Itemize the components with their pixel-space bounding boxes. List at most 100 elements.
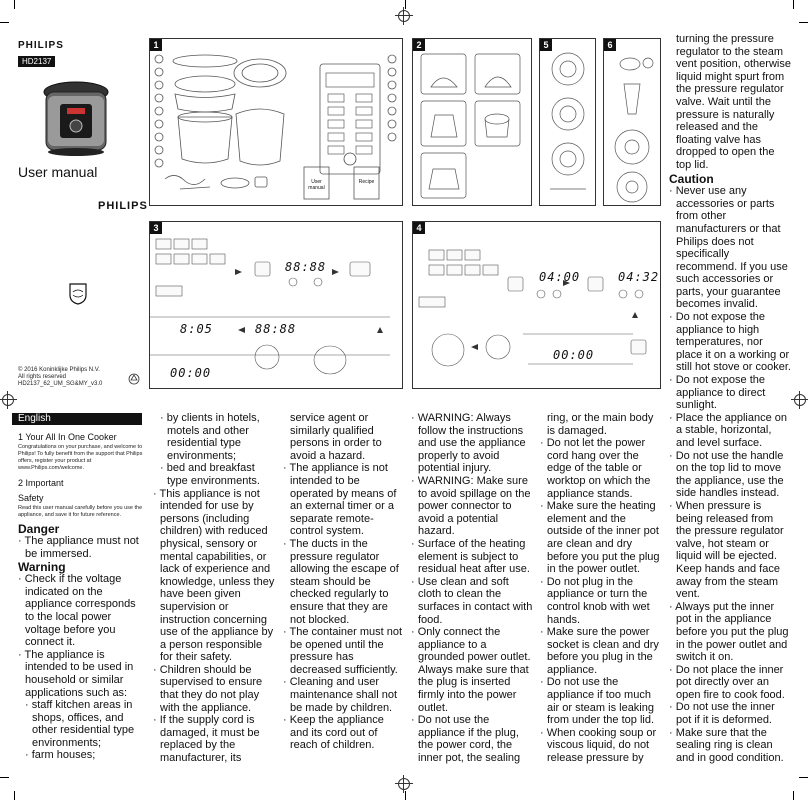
panel-number: 4: [413, 222, 425, 234]
list-item: · bed and breakfast type environments.: [160, 462, 260, 487]
list-item: turning the pressure regulator to the st…: [676, 33, 791, 171]
panel-number: 5: [540, 39, 552, 51]
list-item: · WARNING: Always follow the instruction…: [411, 412, 526, 475]
danger-item: · The appliance must not be immersed.: [18, 535, 139, 560]
list-item: · Place the appliance on a stable, horiz…: [669, 411, 788, 449]
panel-number: 6: [604, 39, 616, 51]
lcd-display: 88:88: [255, 322, 297, 336]
lcd-display: 00:00: [170, 366, 212, 380]
list-item: · Use clean and soft cloth to clean the …: [411, 575, 533, 626]
warning-subitem: · staff kitchen areas in shops, offices,…: [25, 699, 135, 749]
section-1-body: Congratulations on your purchase, and we…: [18, 443, 143, 471]
list-item: · Make sure the heating element and the …: [540, 500, 660, 576]
warning-subitem: · farm houses;: [25, 749, 96, 762]
figure-panel-1: 1: [149, 38, 403, 206]
warning-item: · The appliance is intended to be used i…: [18, 648, 134, 699]
caution-heading: Caution: [669, 171, 714, 186]
crop-mark: [793, 791, 794, 800]
list-item: · This appliance is not intended for use…: [153, 487, 275, 664]
list-item: · WARNING: Make sure to avoid spillage o…: [411, 474, 531, 538]
safety-heading: Safety: [18, 493, 44, 504]
list-item: · Do not use the appliance if the plug, …: [411, 714, 521, 765]
crop-mark: [405, 791, 406, 800]
list-item: · Cleaning and user maintenance shall no…: [283, 676, 398, 714]
list-item: · Only connect the appliance to a ground…: [411, 626, 531, 714]
list-item: · Make sure the power socket is clean an…: [540, 626, 659, 676]
list-item: · Do not let the power cord hang over th…: [540, 437, 651, 500]
crop-mark: [799, 777, 808, 778]
lcd-display: 04:00: [539, 270, 581, 284]
list-item: · Do not use the appliance if too much a…: [540, 676, 655, 727]
language-tab: [12, 413, 142, 425]
panel-number: 2: [413, 39, 425, 51]
product-image: [38, 78, 114, 158]
booklet-user-manual: User manual: [308, 179, 325, 191]
philips-shield-icon: [69, 283, 87, 305]
warning-item: · Check if the voltage indicated on the …: [18, 573, 136, 649]
list-item: · Children should be supervised to ensur…: [153, 663, 263, 714]
warning-heading: Warning: [18, 559, 66, 574]
text-column-3: service agent or similarly qualified per…: [283, 412, 405, 752]
brand-top: PHILIPS: [18, 40, 64, 51]
text-column-5: ring, or the main body is damaged. · Do …: [540, 412, 660, 765]
list-item: · Do not use the handle on the top lid t…: [669, 449, 784, 500]
crop-mark: [0, 22, 9, 23]
cover-title: User manual: [18, 164, 98, 180]
list-item: · Make sure that the sealing ring is cle…: [669, 726, 784, 764]
panel-number: 3: [150, 222, 162, 234]
copyright-line: © 2016 Koninklijke Philips N.V.: [18, 367, 100, 373]
list-item: · Do not place the inner pot directly ov…: [669, 663, 785, 701]
list-item: · Never use any accessories or parts fro…: [669, 185, 788, 311]
lcd-display: 00:00: [553, 348, 595, 362]
list-item: service agent or similarly qualified per…: [290, 412, 382, 462]
list-item: · Surface of the heating element is subj…: [411, 537, 530, 576]
list-item: · Always put the inner pot in the applia…: [669, 600, 789, 664]
text-column-1: 1 Your All In One Cooker Congratulations…: [18, 431, 144, 762]
recycle-icon: [128, 372, 140, 385]
list-item: · If the supply cord is damaged, it must…: [153, 714, 260, 765]
crop-mark: [405, 0, 406, 9]
section-2-heading: 2 Important: [18, 477, 64, 488]
rights-line: All rights reserved: [18, 374, 67, 380]
booklet-recipe: Recipe: [358, 179, 375, 185]
figure-panel-3: 3 88:88 8:05 88:88 00:00: [149, 221, 403, 389]
text-column-6: turning the pressure regulator to the st…: [669, 33, 791, 764]
list-item: · The container must not be opened until…: [283, 626, 403, 676]
crop-mark: [793, 0, 794, 9]
crop-mark: [799, 22, 808, 23]
safety-body: Read this user manual carefully before y…: [18, 504, 143, 518]
list-item: · Do not plug in the appliance or turn t…: [540, 575, 650, 626]
lcd-display: 8:05: [180, 322, 213, 336]
list-item: · The ducts in the pressure regulator al…: [283, 537, 399, 626]
list-item: · When cooking soup or viscous liquid, d…: [540, 726, 657, 765]
list-item: · Do not expose the appliance to direct …: [669, 374, 766, 412]
crop-mark: [14, 0, 15, 9]
lcd-display: 04:32: [618, 270, 660, 284]
list-item: · When pressure is being released from t…: [669, 499, 784, 601]
crop-mark: [0, 777, 9, 778]
registration-mark-icon: [791, 391, 808, 409]
language-tab-label: English: [18, 413, 51, 424]
list-item: · Do not expose the appliance to high te…: [669, 311, 791, 374]
danger-heading: Danger: [18, 521, 60, 536]
figure-panel-2: 2: [412, 38, 532, 206]
lcd-display: 88:88: [285, 260, 327, 274]
panel-number: 1: [150, 39, 162, 51]
figure-panel-6: 6: [603, 38, 661, 206]
figure-panel-4: 4 04:00 04:32 00:00: [412, 221, 661, 389]
registration-mark-icon: [0, 391, 17, 409]
text-column-2: · by clients in hotels, motels and other…: [153, 412, 276, 765]
list-item: · Do not use the inner pot if it is defo…: [669, 701, 775, 727]
doc-code: HD2137_62_UM_SG&MY_v3.0: [18, 381, 103, 387]
list-item: · The appliance is not intended to be op…: [283, 462, 397, 538]
crop-mark: [14, 791, 15, 800]
list-item: ring, or the main body is damaged.: [547, 412, 654, 437]
registration-mark-icon: [395, 7, 413, 25]
list-item: · by clients in hotels, motels and other…: [160, 412, 260, 462]
model-badge: HD2137: [18, 56, 56, 67]
list-item: · Keep the appliance and its cord out of…: [283, 714, 384, 752]
text-column-4: · WARNING: Always follow the instruction…: [411, 412, 535, 765]
figure-panel-5: 5: [539, 38, 596, 206]
brand-logo: PHILIPS: [98, 200, 148, 212]
section-1-heading: 1 Your All In One Cooker: [18, 432, 117, 442]
